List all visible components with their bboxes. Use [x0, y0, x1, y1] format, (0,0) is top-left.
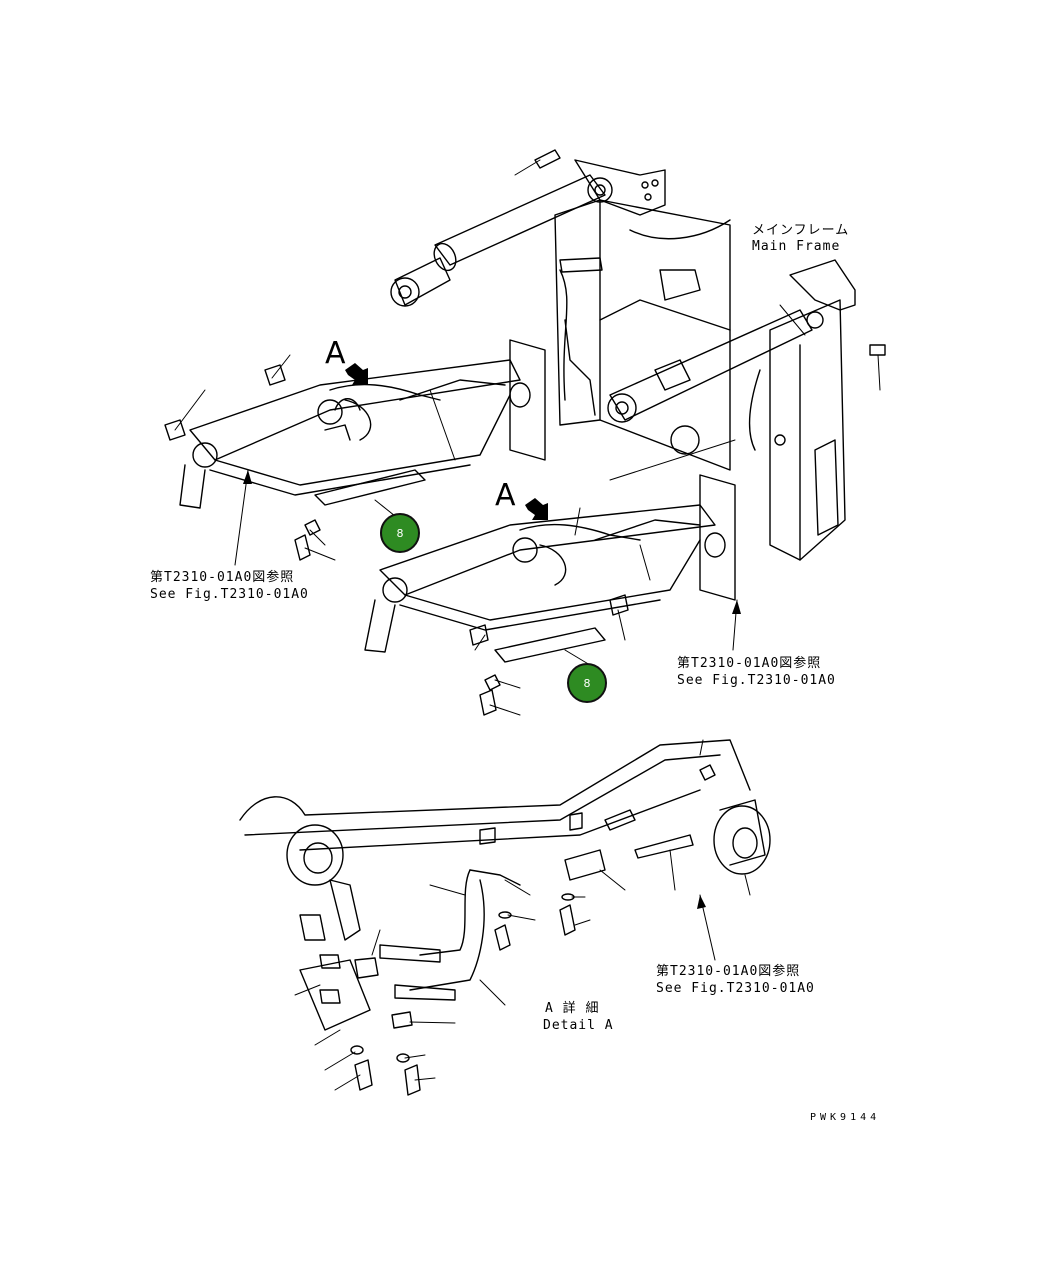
- reference-1-en: See Fig.T2310-01A0: [150, 587, 309, 602]
- main-frame-drawing: [390, 149, 886, 561]
- part-callout-8-lower[interactable]: 8: [567, 663, 607, 703]
- view-a-label-lower: A: [495, 478, 516, 513]
- main-frame-label-jp: メインフレーム: [752, 223, 850, 238]
- detail-a-label-jp: A 詳 細: [545, 1001, 600, 1016]
- view-a-arrows: [345, 363, 548, 520]
- leader-lines: [174, 159, 881, 1091]
- equalizer-bar-middle: [364, 474, 736, 716]
- reference-3-en: See Fig.T2310-01A0: [656, 981, 815, 996]
- detail-a-label-en: Detail A: [543, 1018, 614, 1033]
- reference-arrows: [243, 470, 741, 909]
- reference-3-jp: 第T2310-01A0図参照: [656, 964, 801, 979]
- view-a-arrow-upper: [345, 363, 368, 385]
- reference-1-jp: 第T2310-01A0図参照: [150, 570, 295, 585]
- view-a-arrow-lower: [525, 498, 548, 520]
- drawing-code: PWK9144: [810, 1112, 881, 1123]
- view-a-label-upper: A: [325, 336, 346, 371]
- detail-a-drawing: [239, 739, 771, 1096]
- main-frame-label-en: Main Frame: [752, 239, 841, 254]
- equalizer-bar-upper: [164, 339, 546, 561]
- reference-2-jp: 第T2310-01A0図参照: [677, 656, 822, 671]
- part-callout-8-upper[interactable]: 8: [380, 513, 420, 553]
- reference-2-en: See Fig.T2310-01A0: [677, 673, 836, 688]
